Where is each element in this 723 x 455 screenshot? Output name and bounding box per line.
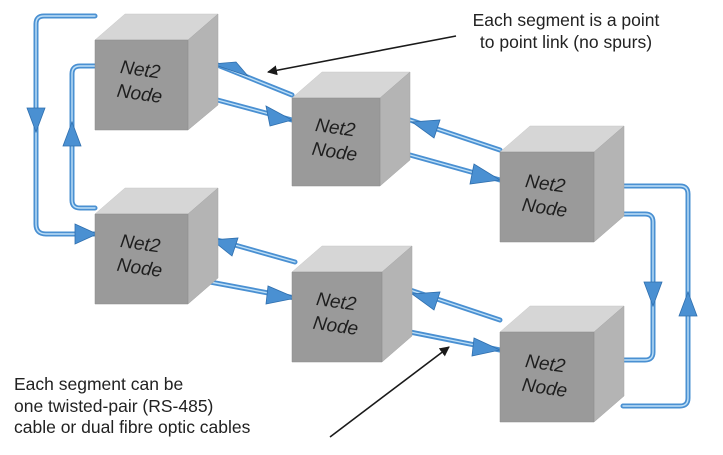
box-front-face <box>291 97 381 187</box>
annotation-top-line2: to point link (no spurs) <box>479 31 653 52</box>
callout-arrow-top <box>267 35 457 76</box>
node-2: Net2 Node <box>291 71 411 187</box>
direction-arrow <box>265 105 294 127</box>
direction-arrow <box>410 119 441 139</box>
cable-arrow-layer <box>26 61 698 357</box>
node-5: Net2 Node <box>291 245 413 363</box>
annotation-bottom-line2: one twisted-pair (RS-485) <box>14 395 214 416</box>
annotation-point-to-point: Each segment is a point to point link (n… <box>420 10 712 53</box>
box-front-face <box>291 271 383 363</box>
direction-arrow <box>643 281 663 308</box>
cable-highlight <box>35 15 96 235</box>
svg-text:Net2 Node: Net2 Node <box>312 289 363 340</box>
callout-arrow-bottom <box>329 346 450 438</box>
box-front-face <box>499 151 595 243</box>
cable-left-outer <box>33 13 98 237</box>
direction-arrow <box>74 223 98 245</box>
node-3: Net2 Node <box>499 125 625 243</box>
direction-arrow <box>678 290 698 317</box>
callout-layer <box>267 35 457 438</box>
direction-arrow <box>211 61 250 77</box>
direction-arrow <box>265 285 298 305</box>
node-layer: Net2 Node Net2 Node Net2 Node <box>94 13 625 423</box>
annotation-top-line1: Each segment is a point <box>472 10 660 30</box>
direction-arrow <box>471 337 502 357</box>
box-front-face <box>94 213 189 305</box>
svg-text:Net2 Node: Net2 Node <box>521 171 572 222</box>
box-front-face <box>499 331 595 423</box>
box-front-face <box>94 39 189 131</box>
annotation-bottom-line3: cable or dual fibre optic cables <box>14 417 251 437</box>
direction-arrow <box>469 163 502 185</box>
direction-arrow <box>410 291 441 311</box>
direction-arrow <box>62 120 82 147</box>
direction-arrow <box>26 107 46 134</box>
node-6: Net2 Node <box>499 305 625 423</box>
node-4: Net2 Node <box>94 187 219 305</box>
annotation-cable-types: Each segment can be one twisted-pair (RS… <box>14 374 250 439</box>
node-1: Net2 Node <box>94 13 219 131</box>
annotation-bottom-line1: Each segment can be <box>14 374 184 394</box>
direction-arrow <box>210 237 239 257</box>
